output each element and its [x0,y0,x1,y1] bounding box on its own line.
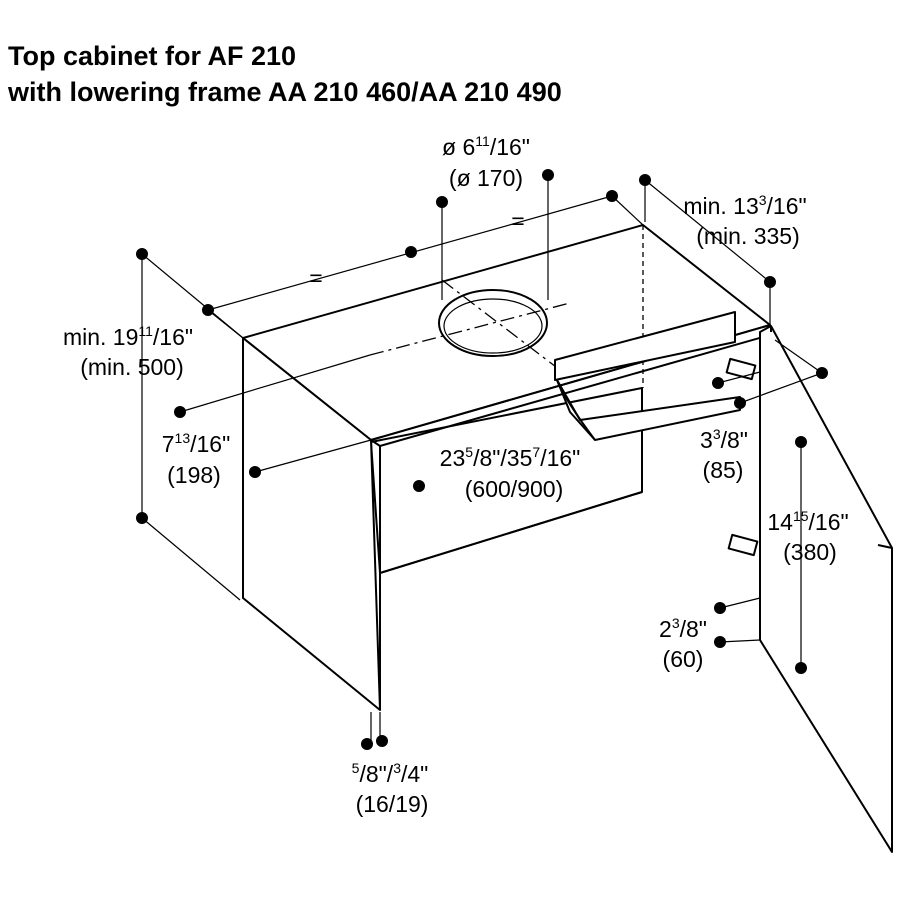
dim-dot [795,662,807,674]
label-front-height-metric: (198) [167,462,221,488]
dim-dot [764,276,776,288]
page-title: Top cabinet for AF 210 with lowering fra… [8,38,562,110]
label-panel-thickness-metric: (16/19) [356,791,429,817]
door-panel [759,325,893,853]
dim-dot [436,196,448,208]
cabinet-bottom-edge [379,491,643,574]
dimension-labels: = = ø 611/16" (ø 170) min. 133/16" (min.… [63,133,849,817]
dim-dot [136,248,148,260]
dim-line-rear [644,179,771,283]
centerline-depth [441,279,561,371]
dim-dot [174,406,186,418]
title-line-1: Top cabinet for AF 210 [8,41,297,71]
label-rear-clearance: min. 133/16" [683,192,806,219]
dim-dot [606,190,618,202]
dim-dot [361,738,373,750]
cabinet-door [759,325,893,853]
dim-frame-upper [717,371,761,384]
duct-hole-inner [443,298,543,354]
door-edge-bottom [877,544,893,549]
lower-hinge [727,533,759,557]
centerline-width [369,302,571,356]
frame-rail-top [554,311,736,381]
label-hinge-spacing-metric: (380) [783,539,837,565]
dim-dot [136,512,148,524]
label-panel-thickness: 5/8"/3/4" [352,760,429,787]
dim-dot [413,480,425,492]
dim-dot [712,377,724,389]
dim-front-bottom [254,439,372,473]
label-hinge-offset-metric: (60) [663,646,704,672]
label-rear-clearance-metric: (min. 335) [696,223,800,249]
dim-frame-lower [739,372,823,404]
equal-mark-right: = [511,208,524,234]
label-frame-depth: 33/8" [700,426,748,453]
upper-hinge [725,357,757,381]
dim-dot [376,735,388,747]
label-front-height: 713/16" [162,430,231,457]
dim-dot [202,304,214,316]
dim-dot [249,466,261,478]
title-line-2: with lowering frame AA 210 460/AA 210 49… [8,77,562,107]
dim-dot [542,169,554,181]
dim-dot [639,174,651,186]
dim-ext-right [611,195,644,226]
label-hinge-spacing: 1415/16" [767,508,848,535]
dim-front-top [179,354,371,413]
dim-height-ext-bottom [141,517,241,601]
dim-hinge-offset-bottom [719,639,761,643]
dim-dot [714,636,726,648]
dim-dot [405,246,417,258]
dim-dot [714,602,726,614]
label-width-metric: (600/900) [465,476,563,502]
label-width: 235/8"/357/16" [440,444,581,471]
dim-hinge-offset-top [719,597,761,609]
dimension-dots [136,169,828,750]
frame-curve [556,379,596,441]
dim-dot [795,436,807,448]
dim-dot [816,367,828,379]
dim-dot [734,397,746,409]
label-hinge-offset: 23/8" [659,615,707,642]
label-duct-diameter-metric: (ø 170) [449,165,523,191]
dim-frame-ext [774,339,823,374]
label-frame-depth-metric: (85) [703,457,744,483]
label-duct-diameter: ø 611/16" [442,133,530,160]
equal-mark-left: = [309,265,322,291]
label-height-metric: (min. 500) [80,354,184,380]
frame-hidden-edge [554,311,736,361]
label-height: min. 1911/16" [63,323,193,350]
dim-height-ext-top [141,253,244,339]
